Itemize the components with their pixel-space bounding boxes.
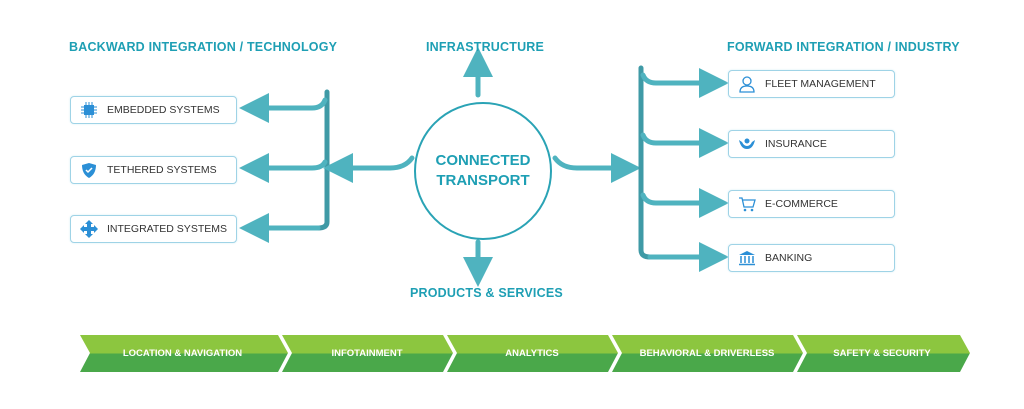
hands-icon: [737, 135, 757, 153]
band-analytics: ANALYTICS: [505, 348, 559, 359]
arrow-center-left: [323, 153, 415, 183]
chip-icon: [79, 101, 99, 119]
heading-products: PRODUCTS & SERVICES: [410, 286, 563, 300]
center-circle: CONNECTED TRANSPORT: [414, 102, 552, 240]
box-integrated-systems: INTEGRATED SYSTEMS: [70, 215, 237, 243]
band-segment-shape: [282, 335, 453, 372]
center-line1: CONNECTED: [435, 152, 531, 169]
band-infotainment: INFOTAINMENT: [331, 348, 403, 359]
band-segment-shape: [447, 335, 618, 372]
box-tethered-systems: TETHERED SYSTEMS: [70, 156, 237, 184]
arrows-icon: [79, 220, 99, 238]
label: BANKING: [765, 252, 813, 264]
label: TETHERED SYSTEMS: [107, 164, 217, 176]
shield-icon: [79, 161, 99, 179]
box-embedded-systems: EMBEDDED SYSTEMS: [70, 96, 237, 124]
box-banking: BANKING: [728, 244, 895, 272]
band-location-navigation: LOCATION & NAVIGATION: [122, 348, 243, 359]
arrow-insurance: [640, 128, 729, 158]
arrow-embedded: [239, 93, 328, 123]
heading-backward: BACKWARD INTEGRATION / TECHNOLOGY: [69, 40, 338, 54]
label: FLEET MANAGEMENT: [765, 78, 876, 90]
band-segments: [80, 335, 970, 372]
label: INSURANCE: [765, 138, 827, 150]
bank-icon: [737, 249, 757, 267]
arrow-ecommerce: [640, 188, 729, 218]
box-insurance: INSURANCE: [728, 130, 895, 158]
label: INTEGRATED SYSTEMS: [107, 223, 227, 235]
center-line2: TRANSPORT: [436, 172, 530, 189]
heading-infrastructure: INFRASTRUCTURE: [426, 40, 545, 54]
box-fleet-management: FLEET MANAGEMENT: [728, 70, 895, 98]
arrow-center-right: [552, 153, 641, 183]
label: E-COMMERCE: [765, 198, 838, 210]
band-safety-security: SAFETY & SECURITY: [833, 348, 931, 359]
cart-icon: [737, 195, 757, 213]
band-behavioral-driverless: BEHAVIORAL & DRIVERLESS: [639, 348, 775, 359]
box-e-commerce: E-COMMERCE: [728, 190, 895, 218]
band-segment-shape: [80, 335, 288, 372]
band-segment-shape: [612, 335, 803, 372]
person-icon: [737, 75, 757, 93]
label: EMBEDDED SYSTEMS: [107, 104, 220, 116]
band-segment-shape: [797, 335, 970, 372]
heading-forward: FORWARD INTEGRATION / INDUSTRY: [727, 40, 960, 54]
arrow-fleet: [640, 68, 729, 98]
